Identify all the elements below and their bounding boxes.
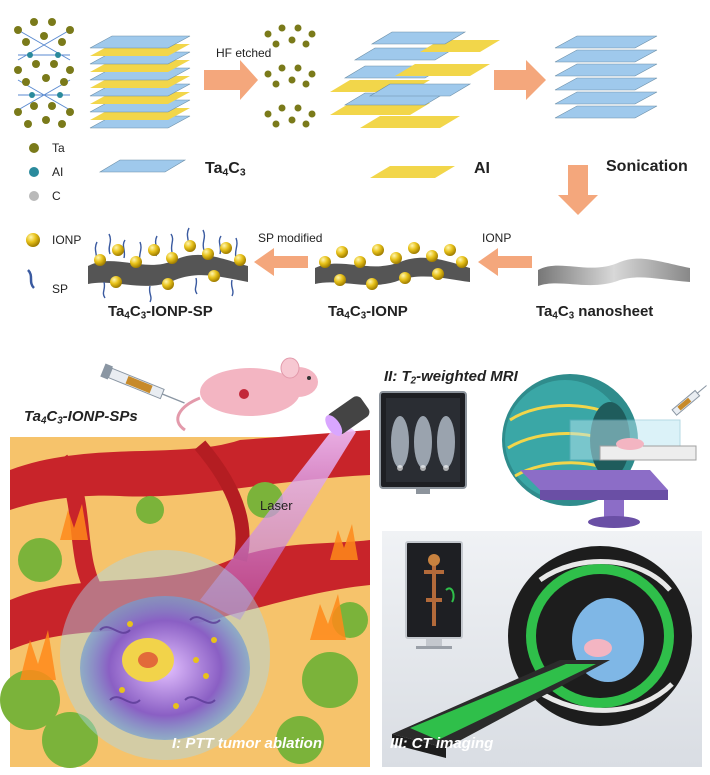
step-label-ionp: IONP — [482, 231, 512, 245]
label-ta4c3-nanosheet: Ta4C3 nanosheet — [536, 303, 654, 322]
syringe-agent — [100, 363, 185, 404]
mouse-illustration — [176, 357, 318, 432]
ta4c3-ionp-sheet — [315, 242, 470, 290]
legend-label-c: C — [52, 189, 61, 203]
label-ta4c3-ionp-sp: Ta4C3-IONP-SP — [108, 303, 213, 322]
legend-label-al: AI — [52, 165, 64, 179]
ta4c3-nanosheet — [538, 258, 690, 286]
legend-label-sp: SP — [52, 282, 69, 296]
mri-panel — [379, 374, 707, 528]
ta4c3al3-crystal-structure — [14, 18, 74, 128]
label-ta4c3-ionp: Ta4C3-IONP — [328, 303, 408, 322]
ta4c3-ionp-sp-sheet — [88, 227, 248, 303]
arrow-exfoliation — [494, 60, 546, 100]
ta4c3-sheet-swatch — [98, 159, 187, 173]
arrow-sp-modified — [254, 248, 308, 276]
ptt-panel — [0, 396, 370, 768]
label-sonication: Sonication — [606, 158, 688, 175]
label-laser: Laser — [260, 498, 293, 513]
max-phase-stack — [89, 35, 191, 129]
ct-panel — [382, 531, 702, 767]
legend-label-ionp: IONP — [52, 233, 82, 247]
separated-ta4c3-sheets — [554, 35, 658, 119]
al-sheet-swatch — [370, 166, 455, 178]
exploded-layers — [330, 31, 500, 128]
legend-label-ta: Ta — [52, 141, 65, 155]
etched-crystal-fragments — [264, 24, 316, 128]
arrow-ionp — [478, 248, 532, 276]
label-ta4c3-ionp-sps: Ta4C3-IONP-SPs — [24, 408, 138, 427]
legend-symbols — [26, 143, 40, 289]
step-label-sp-modified: SP modified — [258, 231, 323, 245]
arrow-hf-etched — [204, 60, 258, 100]
panel-title-ptt: I: PTT tumor ablation — [172, 735, 322, 752]
label-al: AI — [474, 160, 490, 177]
panel-title-ct: III: CT imaging — [390, 735, 494, 752]
step-label-hf-etched: HF etched — [216, 46, 272, 60]
arrow-sonication — [558, 165, 598, 215]
panel-title-mri: II: T2-weighted MRI — [384, 368, 518, 387]
label-ta4c3: Ta4C3 — [205, 160, 246, 179]
